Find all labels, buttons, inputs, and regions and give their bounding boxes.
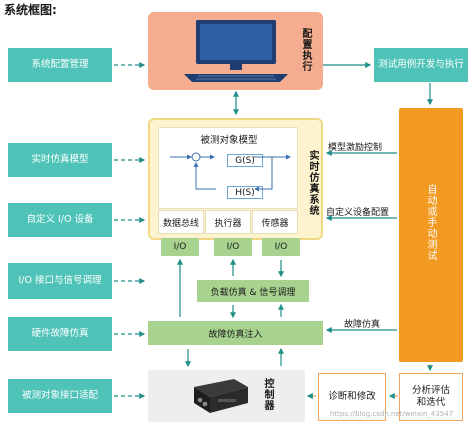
dut-model-panel: 被测对象模型 G(S) H(S) <box>158 127 298 209</box>
load-sim-signal-box: 负载仿真 & 信号调理 <box>197 280 309 302</box>
controller-device-icon <box>194 379 248 413</box>
watermark: https://blog.csdn.net/weixin_43547 <box>330 410 454 418</box>
io-box-1: I/O <box>161 238 199 256</box>
test-case-dev-box: 测试用例开发与执行 <box>374 48 468 82</box>
analysis-iteration-box: 分析评估和迭代 <box>399 373 463 421</box>
dut-model-title: 被测对象模型 <box>200 135 258 146</box>
controller-label: 控制器 <box>262 378 273 411</box>
io-box-2: I/O <box>214 238 252 256</box>
auto-manual-test-label: 自动或手动测试 <box>425 184 436 261</box>
config-execute-block: 配置执行 <box>148 12 323 90</box>
actuator-cell: 执行器 <box>205 210 251 234</box>
realtime-sim-system-block: 被测对象模型 G(S) H(S) 数据总线 执行器 传感器 实时仿真系统 <box>148 118 323 240</box>
page-title: 系统框图: <box>4 3 57 17</box>
dut-interface-adapt-box: 被测对象接口适配 <box>8 379 112 413</box>
model-stim-control-label: 模型激励控制 <box>328 143 383 153</box>
config-execute-label: 配置执行 <box>300 28 311 72</box>
realtime-sim-label: 实时仿真系统 <box>307 150 318 216</box>
fault-sim-label: 故障仿真 <box>344 320 381 330</box>
data-bus-cell: 数据总线 <box>158 210 204 234</box>
io-box-3: I/O <box>262 238 300 256</box>
controller-area: 控制器 <box>148 370 305 422</box>
system-config-management-box: 系统配置管理 <box>8 48 112 82</box>
custom-device-config-label: 自定义设备配置 <box>326 208 390 218</box>
hardware-fault-sim-box: 硬件故障仿真 <box>8 317 112 351</box>
auto-manual-test-bar: 自动或手动测试 <box>399 108 463 362</box>
fault-injection-box: 故障仿真注入 <box>148 321 323 345</box>
diagnose-modify-box: 诊断和修改 <box>318 373 386 421</box>
realtime-sim-model-box: 实时仿真模型 <box>8 143 112 177</box>
computer-icon <box>184 20 288 82</box>
sensor-cell: 传感器 <box>252 210 298 234</box>
io-interface-signal-box: I/O 接口与信号调理 <box>8 263 112 299</box>
custom-io-device-box: 自定义 I/O 设备 <box>8 203 112 237</box>
